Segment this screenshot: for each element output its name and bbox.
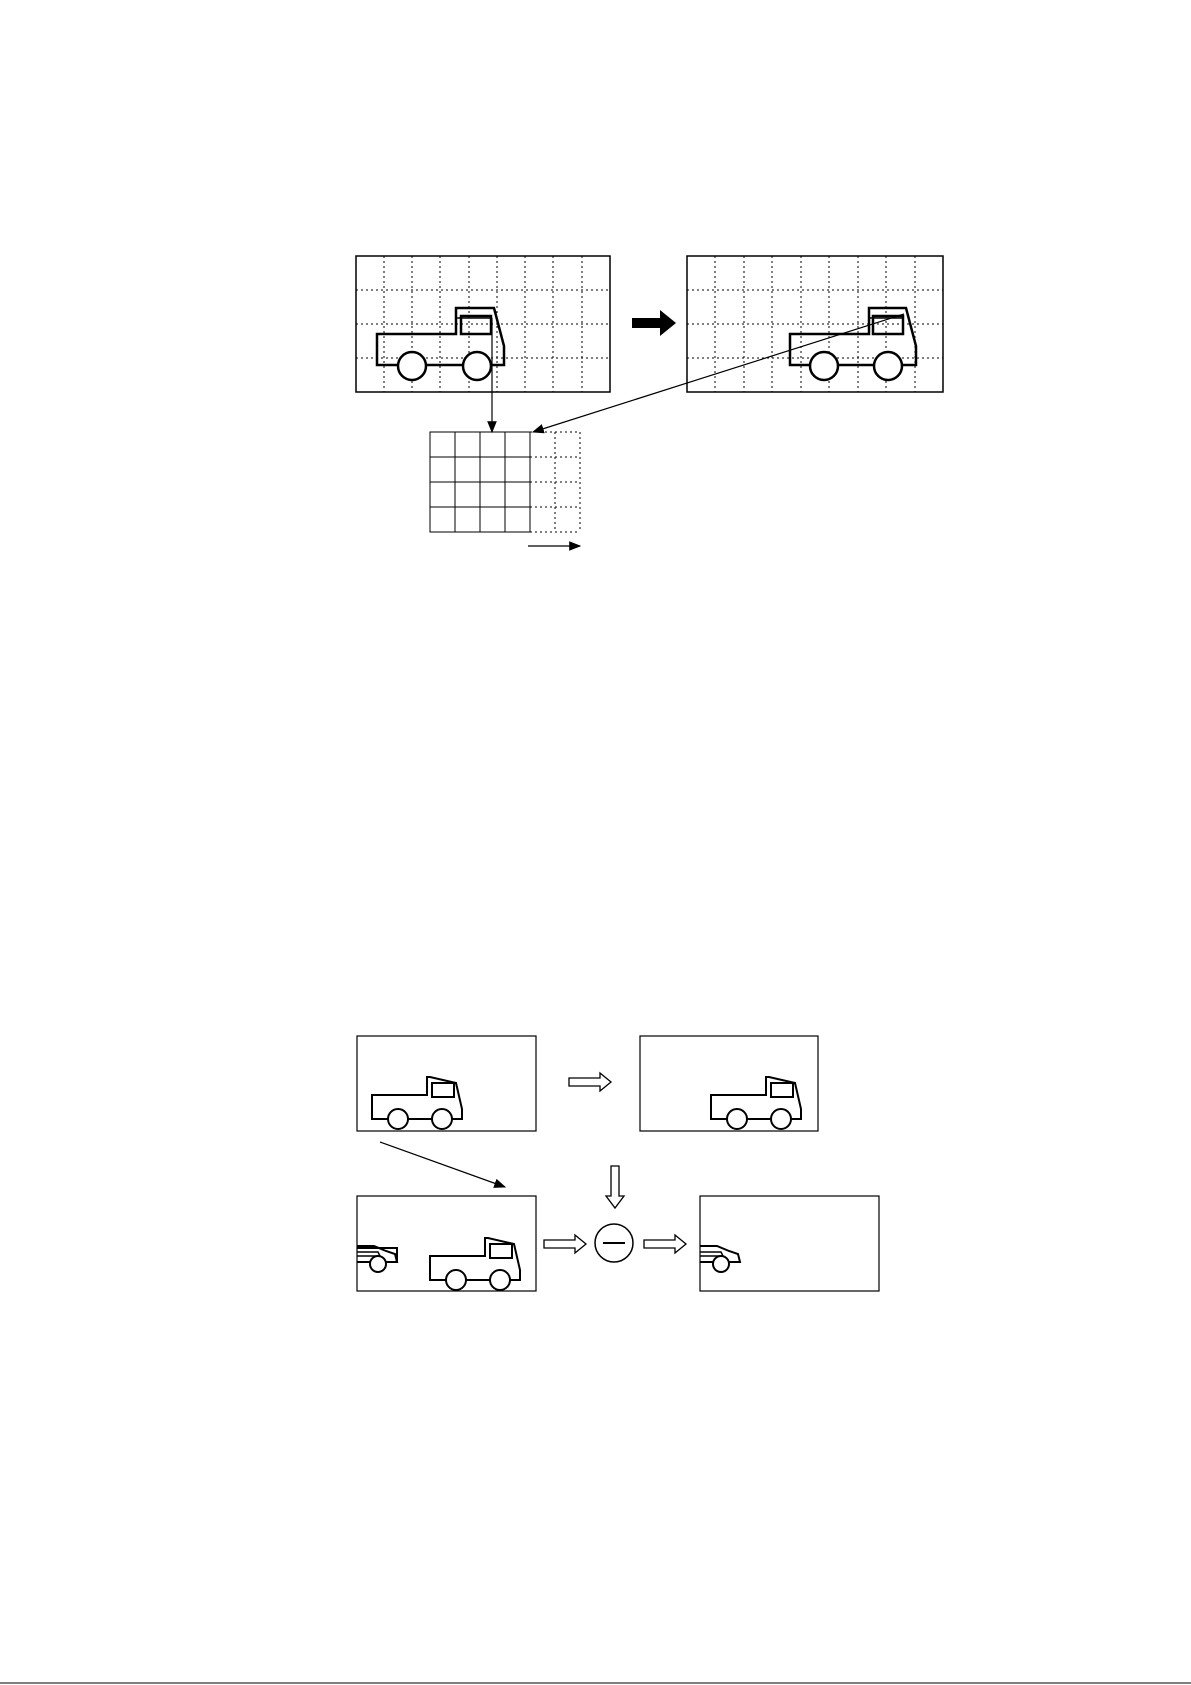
block-grid xyxy=(430,432,580,532)
frame-residual xyxy=(700,1196,879,1291)
frame-compensated xyxy=(357,1196,536,1291)
frame-next xyxy=(640,1036,818,1131)
frame-prev xyxy=(357,1036,536,1131)
minus-operator-icon xyxy=(595,1224,633,1262)
hollow-arrow-right-icon xyxy=(569,1073,611,1091)
figure-a xyxy=(356,256,943,546)
figure-b xyxy=(357,1036,879,1291)
frame-1-grid xyxy=(356,256,610,392)
hollow-arrow-right-icon-3 xyxy=(644,1235,686,1253)
hollow-arrow-down-icon xyxy=(606,1166,624,1208)
motion-arrow xyxy=(632,310,676,336)
hollow-arrow-right-icon-2 xyxy=(544,1235,586,1253)
frame-2-grid xyxy=(687,256,943,392)
compensation-arrow xyxy=(380,1142,505,1187)
